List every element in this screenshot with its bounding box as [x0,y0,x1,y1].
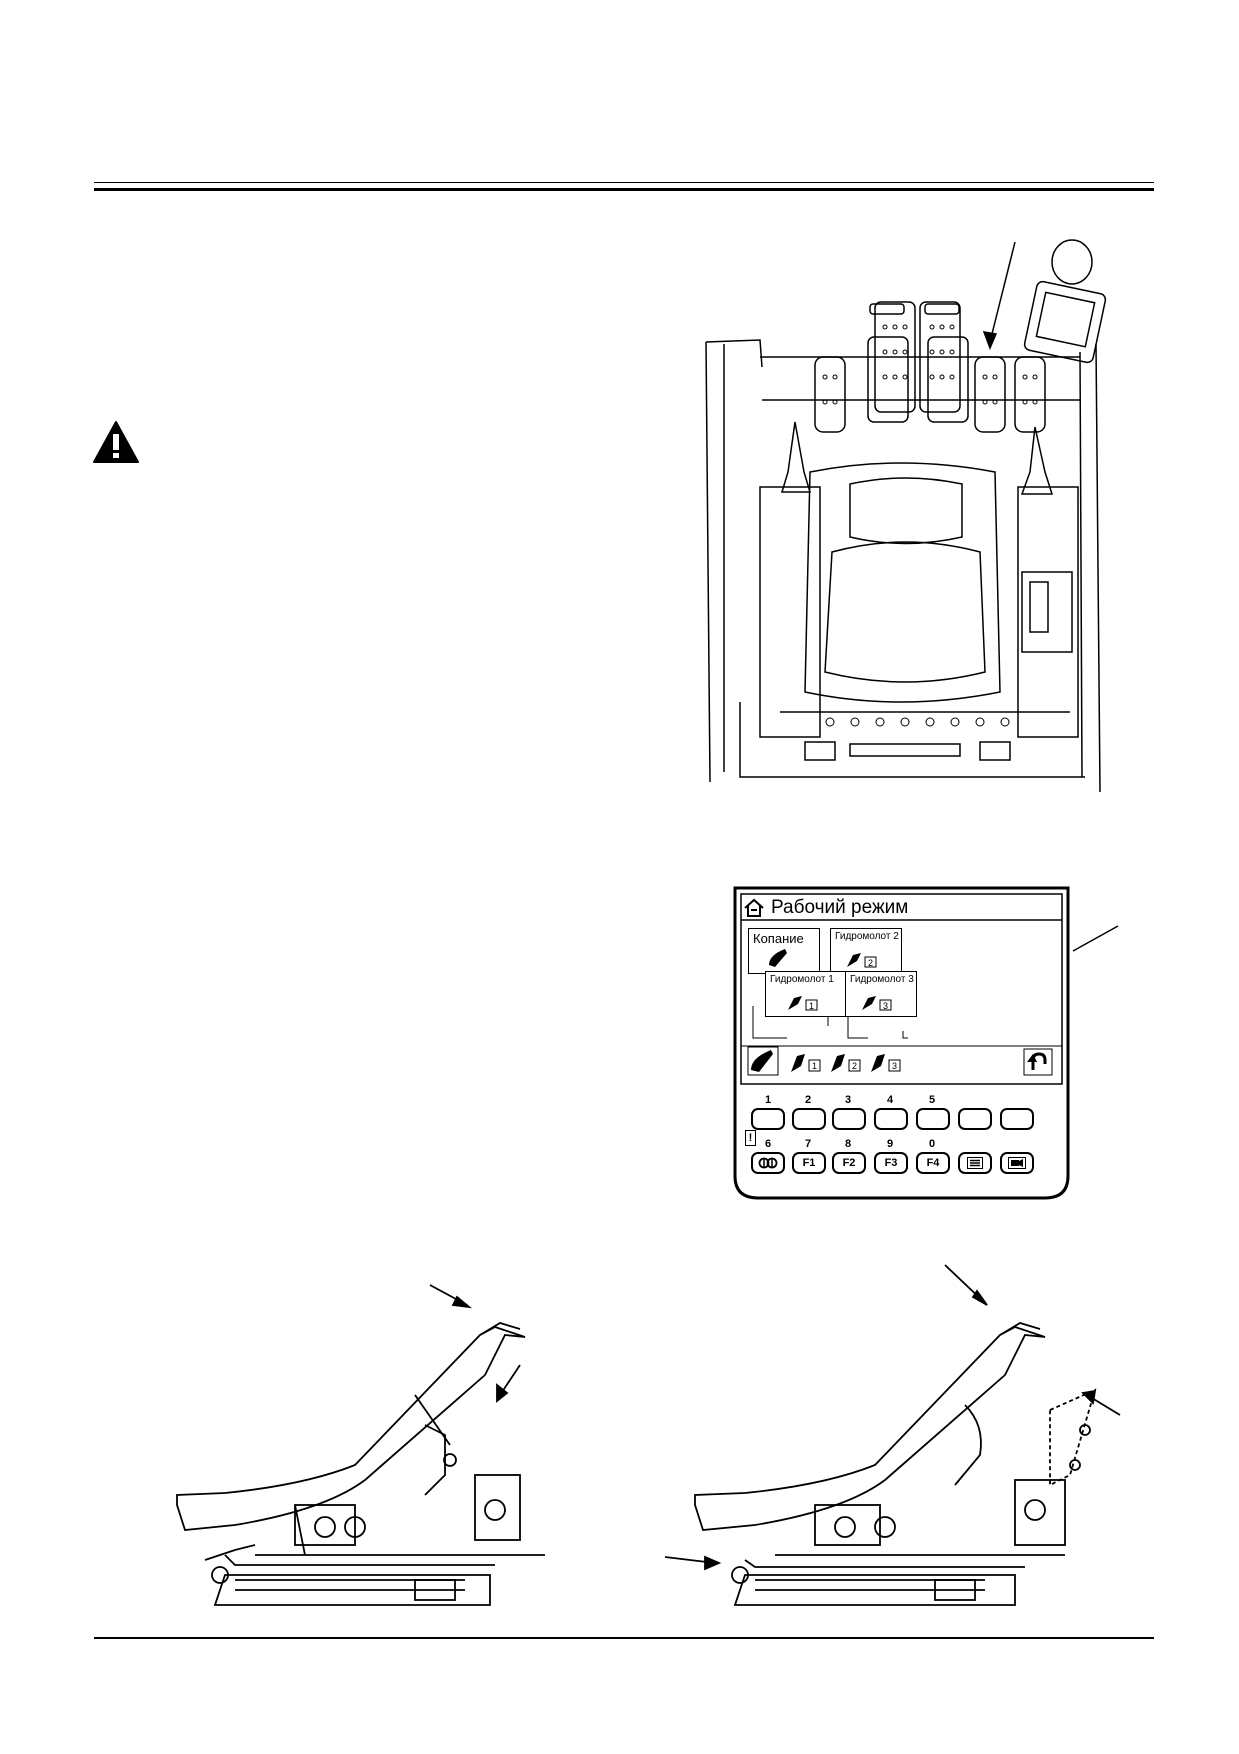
toggle-icon [758,1157,778,1169]
key-number-2: 2 [804,1094,812,1106]
mode-digging-label: Копание [753,931,804,946]
breaker-icon[interactable]: 2 [829,1048,863,1074]
key-6[interactable] [751,1152,785,1174]
pedal-side-view-right [664,1264,1121,1606]
key-f3[interactable]: F3 [874,1152,908,1174]
mode-breaker-1[interactable]: Гидромолот 1 1 [765,971,847,1017]
bucket-icon[interactable] [747,1046,779,1076]
mode-breaker-2-label: Гидромолот 2 [835,931,899,942]
mode-breaker-1-badge: 1 [809,1001,814,1011]
key-1[interactable] [751,1108,785,1130]
mode-breaker-3[interactable]: Гидромолот 3 3 [845,971,917,1017]
camera-button[interactable] [1000,1152,1034,1174]
footer-rule [94,1637,1154,1639]
mode-breaker-3-badge: 3 [883,1001,888,1011]
menu-button[interactable] [958,1152,992,1174]
mode-breaker-3-label: Гидромолот 3 [850,974,914,985]
key-f1[interactable]: F1 [792,1152,826,1174]
strip-breaker-1-badge: 1 [812,1061,817,1071]
key-number-4: 4 [886,1094,894,1106]
key-blank-1[interactable] [958,1108,992,1130]
mode-digging[interactable]: Копание [748,928,820,974]
mode-breaker-2-badge: 2 [868,958,873,968]
key-5[interactable] [916,1108,950,1130]
mode-breaker-2[interactable]: Гидромолот 2 2 [830,928,902,974]
breaker-icon[interactable]: 3 [869,1048,903,1074]
key-number-8: 8 [844,1138,852,1150]
cluster-monitor: Рабочий режим Копание Гидромолот 2 2 Гид… [733,886,1119,1202]
key-4[interactable] [874,1108,908,1130]
key-2[interactable] [792,1108,826,1130]
strip-breaker-2-badge: 2 [852,1061,857,1071]
menu-icon [967,1157,983,1169]
header-rule-thin [94,182,1154,183]
breaker-icon[interactable]: 1 [789,1048,823,1074]
alert-indicator: ! [745,1130,756,1146]
key-blank-2[interactable] [1000,1108,1034,1130]
return-icon[interactable] [1023,1048,1053,1076]
key-number-6: 6 [764,1138,772,1150]
key-number-9: 9 [886,1138,894,1150]
key-number-5: 5 [928,1094,936,1106]
warning-icon [93,421,139,463]
key-f4[interactable]: F4 [916,1152,950,1174]
breaker-icon: 2 [847,953,877,968]
home-icon[interactable] [743,898,765,918]
camera-icon [1008,1157,1026,1169]
cab-top-view-illustration [705,239,1107,793]
pedal-side-view-left [176,1284,545,1606]
key-3[interactable] [832,1108,866,1130]
breaker-icon: 1 [788,996,818,1011]
mode-breaker-1-label: Гидромолот 1 [770,974,834,985]
header-rule-thick [94,188,1154,191]
monitor-title: Рабочий режим [771,897,909,918]
key-f2[interactable]: F2 [832,1152,866,1174]
breaker-icon: 3 [862,996,892,1011]
key-number-3: 3 [844,1094,852,1106]
key-number-7: 7 [804,1138,812,1150]
bucket-icon [769,949,787,967]
key-number-0: 0 [928,1138,936,1150]
key-number-1: 1 [764,1094,772,1106]
strip-breaker-3-badge: 3 [892,1061,897,1071]
